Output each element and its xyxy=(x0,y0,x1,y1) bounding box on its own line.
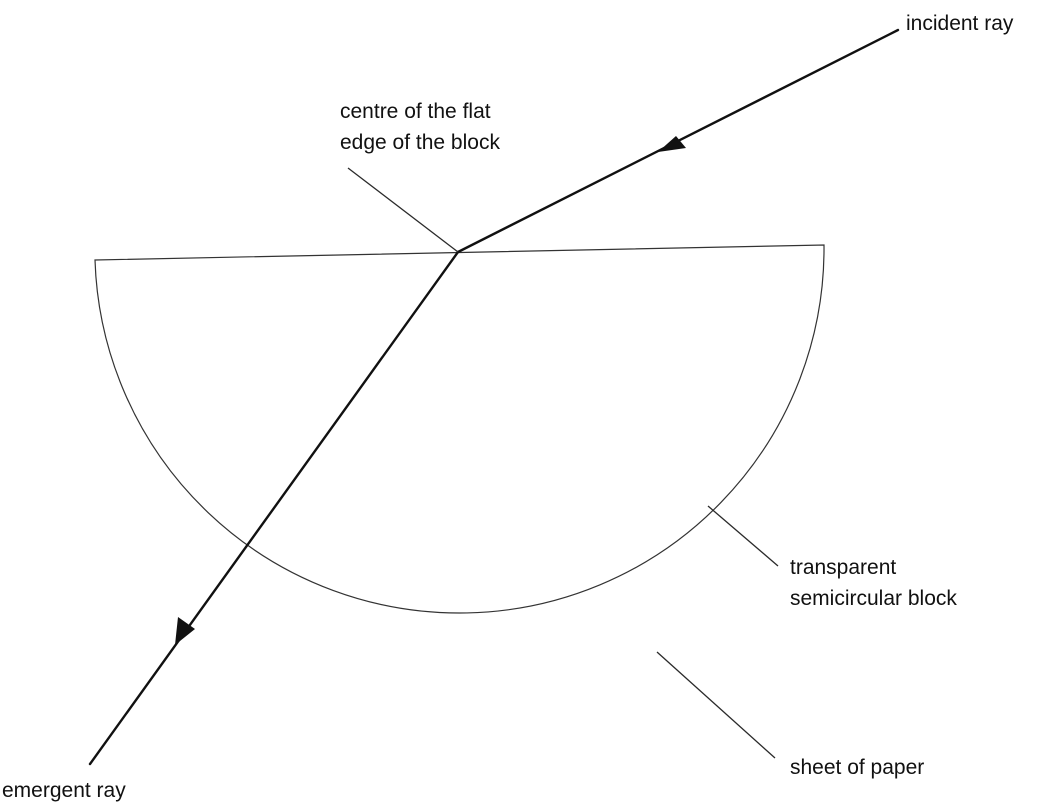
emergent-ray-line xyxy=(88,250,460,766)
block-label-line2: semicircular block xyxy=(790,587,957,610)
emergent-ray-label: emergent ray xyxy=(2,779,126,802)
paper-leader-line xyxy=(656,651,776,759)
centre-label-line1: centre of the flat xyxy=(340,100,491,123)
incident-ray-label: incident ray xyxy=(906,12,1014,35)
centre-leader-line xyxy=(347,167,459,253)
block-leader-line xyxy=(707,505,779,567)
incident-arrowhead xyxy=(658,136,686,152)
emergent-arrowhead xyxy=(175,617,195,645)
paper-label: sheet of paper xyxy=(790,756,924,779)
semicircular-block xyxy=(94,244,825,614)
centre-label-line2: edge of the block xyxy=(340,131,500,154)
block-label-line1: transparent xyxy=(790,556,896,579)
